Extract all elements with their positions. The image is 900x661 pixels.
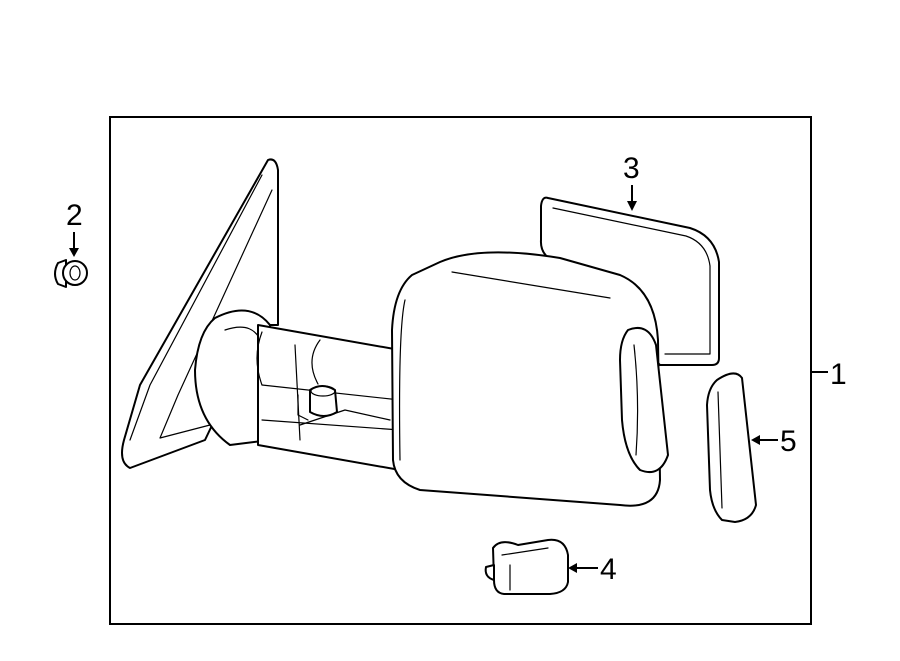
- callout-4-label: 4: [600, 553, 617, 586]
- callout-1: 1: [811, 358, 847, 391]
- callout-1-label: 1: [830, 358, 847, 391]
- part-4-cover: 4: [484, 538, 617, 595]
- mirror-assembly: [121, 158, 669, 507]
- callout-3-label: 3: [623, 152, 640, 185]
- assembly-frame: [109, 116, 812, 625]
- callout-5-label: 5: [780, 425, 797, 458]
- callout-2-label: 2: [66, 199, 83, 232]
- part-2-clip: 2: [54, 199, 88, 288]
- part-5-signal-lens: 5: [706, 372, 797, 523]
